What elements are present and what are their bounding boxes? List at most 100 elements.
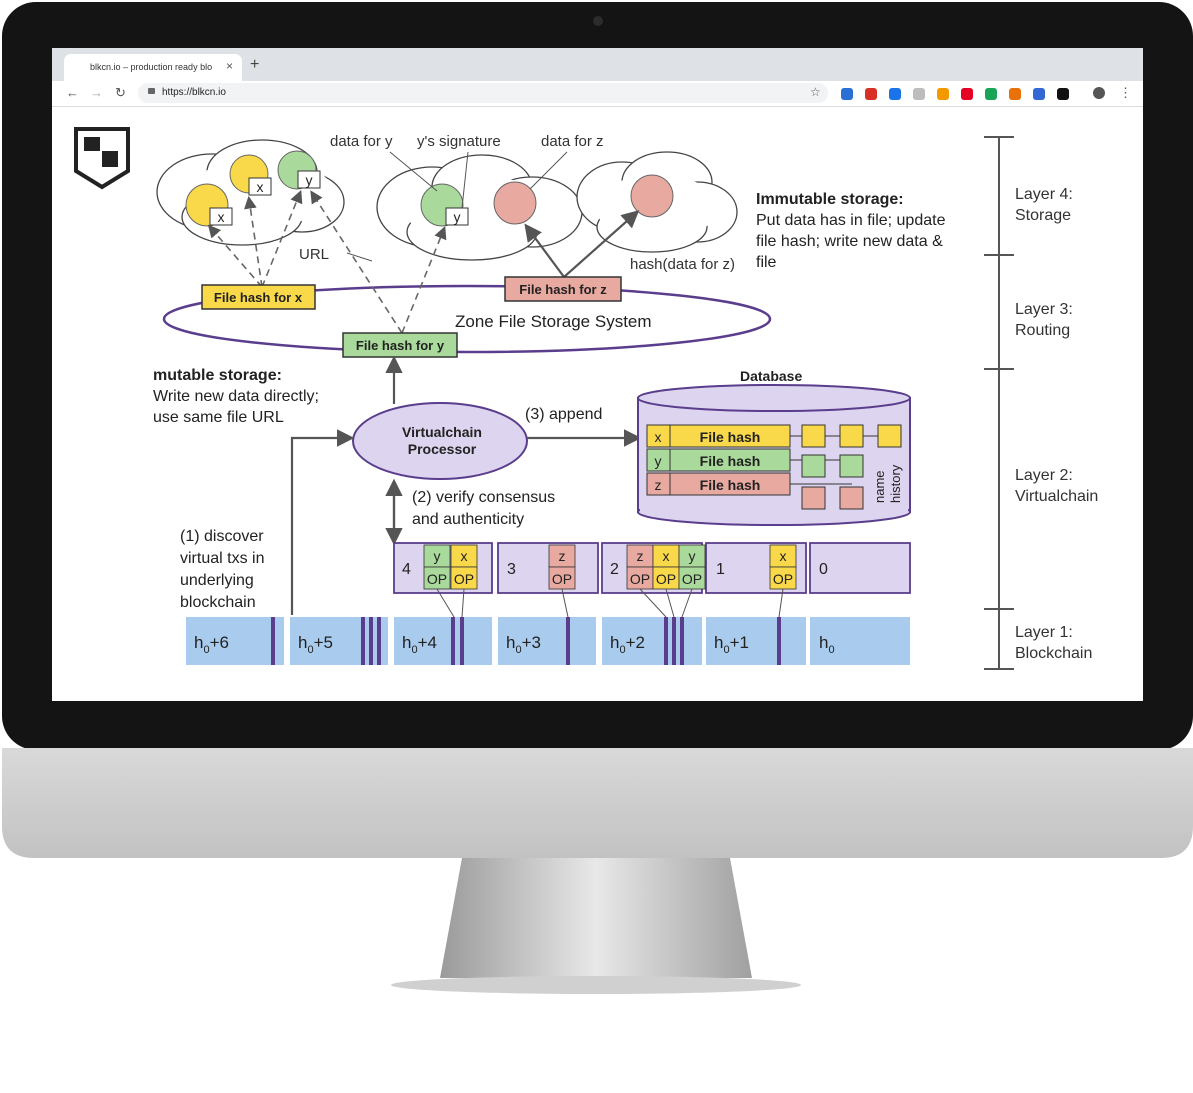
extension-icon[interactable] bbox=[865, 88, 877, 100]
vblock-4-number: 4 bbox=[402, 561, 411, 578]
tab-title: blkcn.io – production ready blo bbox=[90, 62, 213, 72]
op-key-z: z bbox=[559, 548, 566, 564]
block-h0-plus-1: h0+1 bbox=[714, 633, 749, 656]
data-for-y-label: data for y bbox=[330, 133, 393, 150]
file-hash-y-label: File hash for y bbox=[356, 338, 445, 353]
layer1-label: Layer 1: bbox=[1015, 624, 1073, 641]
y-signature-label: y's signature bbox=[417, 133, 501, 150]
op-connectors bbox=[436, 588, 784, 618]
vblock-2-number: 2 bbox=[610, 561, 619, 578]
verify-line1: (2) verify consensus bbox=[412, 489, 555, 506]
vblock-0-number: 0 bbox=[819, 561, 828, 578]
box-y-label: y bbox=[454, 209, 461, 225]
block-h0-plus-6: h0+6 bbox=[194, 633, 229, 656]
append-label: (3) append bbox=[525, 406, 602, 423]
extension-icon[interactable] bbox=[889, 88, 901, 100]
menu-icon[interactable]: ⋮ bbox=[1119, 85, 1132, 100]
back-icon[interactable]: ← bbox=[66, 85, 79, 100]
op-label: OP bbox=[682, 571, 702, 587]
immutable-storage-line3: file bbox=[756, 254, 777, 271]
extension-icon[interactable] bbox=[1057, 88, 1069, 100]
box-x-label: x bbox=[257, 179, 264, 195]
layer-axis bbox=[984, 136, 1014, 670]
blockstack-architecture-diagram: Layer 4: Storage Layer 3: Routing Layer … bbox=[74, 127, 1098, 670]
op-label: OP bbox=[552, 571, 572, 587]
box-x-label: x bbox=[218, 209, 225, 225]
avatar[interactable] bbox=[1093, 87, 1105, 99]
op-label: OP bbox=[630, 571, 650, 587]
discover-line2: virtual txs in bbox=[180, 550, 264, 567]
new-tab-button[interactable]: + bbox=[250, 56, 260, 73]
vc-processor-line1: Virtualchain bbox=[402, 424, 482, 440]
name-history-squares bbox=[790, 424, 902, 510]
db-row-z-key: z bbox=[655, 477, 662, 493]
discover-line3: underlying bbox=[180, 572, 254, 589]
mutable-storage-line2: use same file URL bbox=[153, 409, 284, 426]
logo-icon bbox=[74, 127, 130, 190]
block-h0: h0 bbox=[819, 633, 835, 656]
extension-icon[interactable] bbox=[1009, 88, 1021, 100]
extension-icon[interactable] bbox=[937, 88, 949, 100]
data-for-z-label: data for z bbox=[541, 133, 604, 150]
extension-icon[interactable] bbox=[841, 88, 853, 100]
layer4-name: Storage bbox=[1015, 207, 1071, 224]
layer4-label: Layer 4: bbox=[1015, 186, 1073, 203]
op-key-x: x bbox=[780, 548, 787, 564]
block-h0-plus-5: h0+5 bbox=[298, 633, 333, 656]
extension-icon[interactable] bbox=[913, 88, 925, 100]
op-key-z: z bbox=[637, 548, 644, 564]
extension-icon[interactable] bbox=[985, 88, 997, 100]
file-hash-x-label: File hash for x bbox=[214, 290, 303, 305]
extension-icon[interactable] bbox=[961, 88, 973, 100]
stand-base bbox=[391, 976, 801, 994]
browser-toolbar: ← → ↻ https://blkcn.io ☆ ⋮ bbox=[52, 81, 1143, 107]
op-label: OP bbox=[656, 571, 676, 587]
op-key-y: y bbox=[434, 548, 441, 564]
verify-line2: and authenticity bbox=[412, 511, 524, 528]
immutable-storage-line1: Put data has in file; update bbox=[756, 212, 946, 229]
block-h0-plus-3: h0+3 bbox=[506, 633, 541, 656]
op-label: OP bbox=[454, 571, 474, 587]
page-content: Layer 4: Storage Layer 3: Routing Layer … bbox=[52, 107, 1143, 701]
layer2-label: Layer 2: bbox=[1015, 467, 1073, 484]
db-row-y-hash: File hash bbox=[700, 453, 761, 469]
address-bar[interactable]: https://blkcn.io ☆ bbox=[138, 83, 828, 103]
file-hash-z-label: File hash for z bbox=[519, 282, 607, 297]
db-row-x-key: x bbox=[655, 429, 662, 445]
mutable-storage-line1: Write new data directly; bbox=[153, 388, 319, 405]
transaction-bars bbox=[271, 617, 781, 665]
discover-line1: (1) discover bbox=[180, 528, 264, 545]
zone-file-label: Zone File Storage System bbox=[455, 312, 652, 331]
blockchain-blocks bbox=[186, 617, 910, 665]
url-label: URL bbox=[299, 246, 329, 263]
lock-icon bbox=[148, 88, 155, 94]
forward-icon[interactable]: → bbox=[90, 85, 103, 100]
op-label: OP bbox=[427, 571, 447, 587]
immutable-storage-title: Immutable storage: bbox=[756, 191, 904, 208]
data-z-circle bbox=[630, 174, 674, 218]
stand bbox=[440, 858, 752, 978]
bookmark-star-icon[interactable]: ☆ bbox=[810, 85, 821, 99]
block-h0-plus-2: h0+2 bbox=[610, 633, 645, 656]
db-row-x-hash: File hash bbox=[700, 429, 761, 445]
db-row-z-hash: File hash bbox=[700, 477, 761, 493]
op-label: OP bbox=[773, 571, 793, 587]
close-icon[interactable]: × bbox=[226, 59, 234, 73]
vblock-3-number: 3 bbox=[507, 561, 516, 578]
mutable-storage-title: mutable storage: bbox=[153, 367, 282, 384]
reload-icon[interactable]: ↻ bbox=[115, 85, 126, 100]
op-key-x: x bbox=[663, 548, 670, 564]
immutable-storage-line2: file hash; write new data & bbox=[756, 233, 943, 250]
hash-data-z-label: hash(data for z) bbox=[630, 256, 735, 273]
discover-line4: blockchain bbox=[180, 594, 256, 611]
box-y-label: y bbox=[306, 172, 313, 188]
name-history-line1: name bbox=[872, 470, 887, 503]
cloud-middle bbox=[376, 154, 583, 261]
block-h0-plus-4: h0+4 bbox=[402, 633, 437, 656]
op-key-y: y bbox=[689, 548, 696, 564]
url-text: https://blkcn.io bbox=[162, 87, 226, 98]
browser-window: blkcn.io – production ready blo × + ← → … bbox=[52, 48, 1143, 701]
active-tab[interactable]: blkcn.io – production ready blo × bbox=[64, 54, 242, 81]
layer1-name: Blockchain bbox=[1015, 645, 1092, 662]
extension-icon[interactable] bbox=[1033, 88, 1045, 100]
